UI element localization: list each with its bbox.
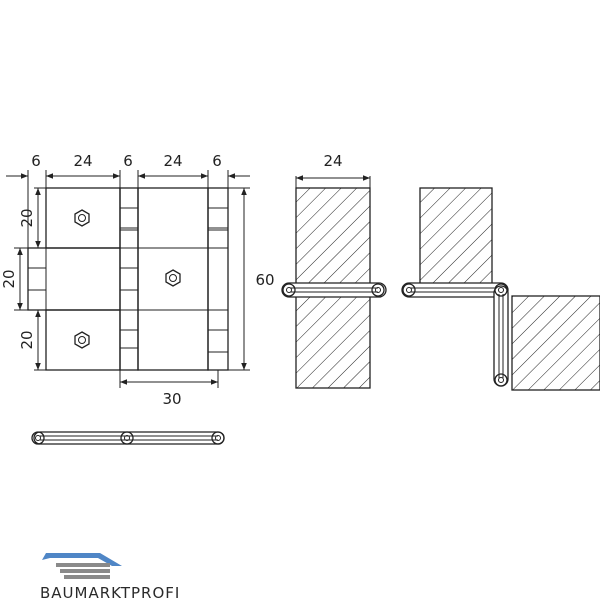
leaf-right-edge bbox=[207, 187, 229, 371]
brand-logo: BAUMARKTPROFI bbox=[40, 553, 180, 600]
leaf-right bbox=[137, 187, 209, 371]
top-dimensions: 6 24 6 24 6 bbox=[6, 152, 250, 248]
dim-top-6-mid: 6 bbox=[123, 152, 133, 170]
logo-roof-icon bbox=[42, 553, 122, 579]
leaf-left-top bbox=[45, 187, 121, 249]
section-view-flat: 24 60 bbox=[255, 152, 387, 389]
screw-hole-icon bbox=[74, 331, 90, 349]
dim-left-20-bottom: 20 bbox=[18, 330, 36, 349]
bottom-dimension: 30 bbox=[119, 370, 219, 408]
dim-bottom-30: 30 bbox=[162, 390, 181, 408]
screw-hole-icon bbox=[165, 269, 181, 287]
dim-left-20-mid: 20 bbox=[0, 269, 18, 288]
dim-left-20-top: 20 bbox=[18, 208, 36, 227]
leaf-left-bottom bbox=[45, 309, 121, 371]
hinge-knuckle bbox=[119, 187, 139, 371]
left-dimensions: 20 20 20 bbox=[0, 187, 46, 371]
dim-top-6-left: 6 bbox=[31, 152, 41, 170]
brand-name: BAUMARKTPROFI bbox=[40, 584, 180, 600]
section-view-angled bbox=[401, 187, 600, 391]
hinge-side-profile bbox=[31, 431, 225, 445]
hinge-front-view bbox=[27, 187, 229, 371]
dim-top-24-left: 24 bbox=[73, 152, 92, 170]
dim-side-24: 24 bbox=[323, 152, 342, 170]
height-dimension bbox=[228, 187, 250, 371]
dim-height-60: 60 bbox=[255, 271, 274, 289]
dim-top-6-right: 6 bbox=[212, 152, 222, 170]
dim-top-24-right: 24 bbox=[163, 152, 182, 170]
screw-hole-icon bbox=[74, 209, 90, 227]
leaf-left-middle bbox=[27, 247, 121, 311]
